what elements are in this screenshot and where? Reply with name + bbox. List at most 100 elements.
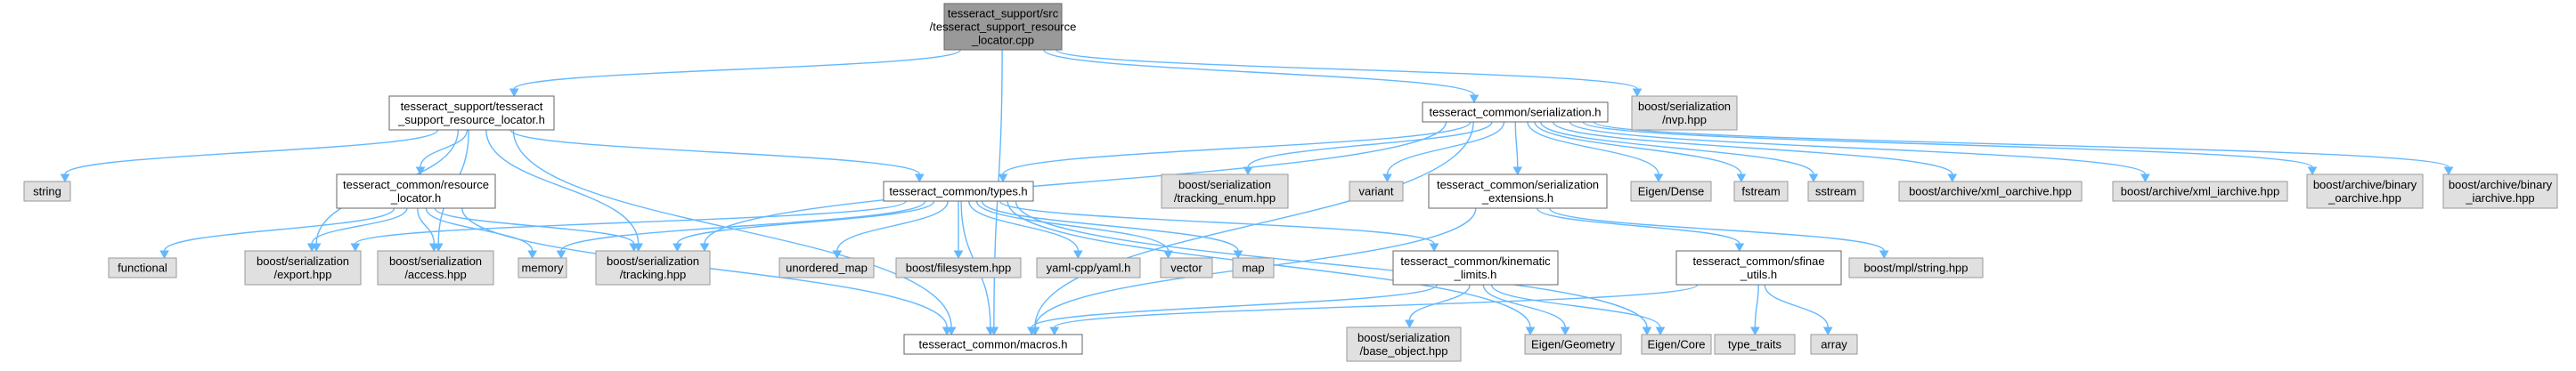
node-box [1675, 250, 1842, 286]
node-xml-iarchive[interactable]: boost/archive/xml_iarchive.hpp [2112, 181, 2288, 202]
edge-serialization-h-to-ser-ext [1512, 121, 1523, 176]
edge-types-to-map [981, 200, 1243, 260]
node-base-object[interactable]: boost/serialization/base_object.hpp [1346, 327, 1462, 362]
edge-serialization-h-to-xml-oarchive [1552, 121, 1958, 183]
edge-types-to-tracking [673, 200, 935, 253]
edge-serialization-h-to-xml-iarchive [1569, 121, 2150, 183]
node-eigen-geometry[interactable]: Eigen/Geometry [1524, 334, 1622, 355]
node-box [903, 334, 1083, 355]
edge-root-to-nvp [1056, 49, 1643, 98]
node-sstream[interactable]: sstream [1807, 181, 1864, 202]
node-export[interactable]: boost/serialization/export.hpp [244, 250, 362, 286]
node-binary-oarchive[interactable]: boost/archive/binary_oarchive.hpp [2306, 173, 2424, 209]
node-box [377, 250, 494, 286]
node-label: tesseract_common/sfinae [1692, 254, 1824, 268]
node-box [1630, 181, 1712, 202]
node-box [1036, 257, 1141, 278]
node-box [1346, 327, 1462, 362]
edge-serialization-h-to-eigen-dense [1527, 121, 1664, 183]
node-label: tesseract_common/macros.h [919, 338, 1068, 351]
node-ser-ext[interactable]: tesseract_common/serialization_extension… [1428, 173, 1608, 209]
node-yaml[interactable]: yaml-cpp/yaml.h [1036, 257, 1141, 278]
node-mpl-string[interactable]: boost/mpl/string.hpp [1848, 257, 1984, 278]
node-array[interactable]: array [1810, 334, 1858, 355]
edge-serialization-h-to-tracking [699, 121, 1447, 253]
node-box [23, 181, 71, 202]
edge-kinematic-to-eigen-core [1490, 284, 1666, 336]
node-label: tesseract_common/kinematic [1400, 254, 1551, 268]
node-root[interactable]: tesseract_support/src/tesseract_support_… [930, 3, 1077, 51]
node-label: yaml-cpp/yaml.h [1047, 262, 1131, 275]
edge-serialization-h-to-binary-iarchive [1593, 121, 2454, 176]
node-serialization-h[interactable]: tesseract_common/serialization.h [1422, 101, 1609, 123]
node-label: variant [1358, 185, 1393, 198]
node-label: boost/serialization [1357, 331, 1450, 344]
node-label: boost/serialization [1178, 178, 1271, 191]
node-label: type_traits [1728, 338, 1781, 351]
node-filesystem[interactable]: boost/filesystem.hpp [895, 257, 1022, 278]
node-box [1524, 334, 1622, 355]
edge-types-to-memory [556, 200, 926, 260]
node-box [943, 3, 1063, 51]
node-tracking-enum[interactable]: boost/serialization/tracking_enum.hpp [1161, 173, 1289, 209]
node-label: string [33, 185, 61, 198]
node-box [108, 257, 177, 278]
edge-serialization-h-to-macros [1030, 121, 1474, 336]
edge-resource-locator-to-access [417, 207, 439, 253]
node-box [1733, 181, 1789, 202]
node-binary-iarchive[interactable]: boost/archive/binary_iarchive.hpp [2442, 173, 2558, 209]
node-box [244, 250, 362, 286]
node-box [1428, 173, 1608, 209]
node-string[interactable]: string [23, 181, 71, 202]
node-xml-oarchive[interactable]: boost/archive/xml_oarchive.hpp [1898, 181, 2083, 202]
edge-support-h-to-types [509, 129, 925, 183]
node-label: array [1821, 338, 1847, 351]
node-sfinae[interactable]: tesseract_common/sfinae_utils.h [1675, 250, 1842, 286]
node-label: Eigen/Core [1647, 338, 1705, 351]
node-box [2112, 181, 2288, 202]
node-functional[interactable]: functional [108, 257, 177, 278]
node-box [1641, 334, 1712, 355]
node-support-h[interactable]: tesseract_support/tesseract_support_reso… [388, 95, 555, 131]
edge-support-h-to-string [60, 129, 439, 183]
node-eigen-core[interactable]: Eigen/Core [1641, 334, 1712, 355]
edge-ser-ext-to-mpl-string [1549, 207, 1889, 260]
edge-types-to-unordered-map [832, 200, 949, 260]
edge-sfinae-to-array [1764, 284, 1833, 336]
node-kinematic[interactable]: tesseract_common/kinematic_limits.h [1392, 250, 1559, 286]
node-memory[interactable]: memory [518, 257, 567, 278]
node-label: Eigen/Geometry [1531, 338, 1615, 351]
node-label: _locator.cpp [971, 34, 1034, 47]
node-label: boost/archive/binary [2449, 178, 2553, 191]
node-nvp[interactable]: boost/serialization/nvp.hpp [1631, 95, 1738, 131]
node-fstream[interactable]: fstream [1733, 181, 1789, 202]
node-box [895, 257, 1022, 278]
node-label: memory [522, 262, 564, 275]
node-unordered-map[interactable]: unordered_map [779, 257, 875, 278]
edge-ser-ext-to-sfinae [1536, 207, 1745, 253]
node-box [1232, 257, 1275, 278]
edge-sfinae-to-type-traits [1750, 284, 1760, 336]
node-label: tesseract_support/tesseract [401, 100, 543, 113]
node-label: boost/archive/xml_iarchive.hpp [2121, 185, 2279, 198]
edge-serialization-h-to-variant [1382, 121, 1505, 183]
node-resource-locator[interactable]: tesseract_common/resource_locator.h [336, 173, 496, 209]
node-type-traits[interactable]: type_traits [1714, 334, 1796, 355]
node-box [1161, 173, 1289, 209]
node-eigen-dense[interactable]: Eigen/Dense [1630, 181, 1712, 202]
node-map[interactable]: map [1232, 257, 1275, 278]
node-access[interactable]: boost/serialization/access.hpp [377, 250, 494, 286]
node-box [1349, 181, 1404, 202]
node-label: boost/serialization [257, 254, 349, 268]
node-tracking[interactable]: boost/serialization/tracking.hpp [595, 250, 711, 286]
node-variant[interactable]: variant [1349, 181, 1404, 202]
node-vector[interactable]: vector [1160, 257, 1213, 278]
node-box [1807, 181, 1864, 202]
edge-types-to-kinematic [999, 200, 1439, 253]
edge-resource-locator-to-functional [159, 207, 395, 260]
node-label: tesseract_common/resource [343, 178, 489, 191]
node-label: boost/serialization [1638, 100, 1731, 113]
node-types[interactable]: tesseract_common/types.h [883, 181, 1034, 202]
node-macros[interactable]: tesseract_common/macros.h [903, 334, 1083, 355]
